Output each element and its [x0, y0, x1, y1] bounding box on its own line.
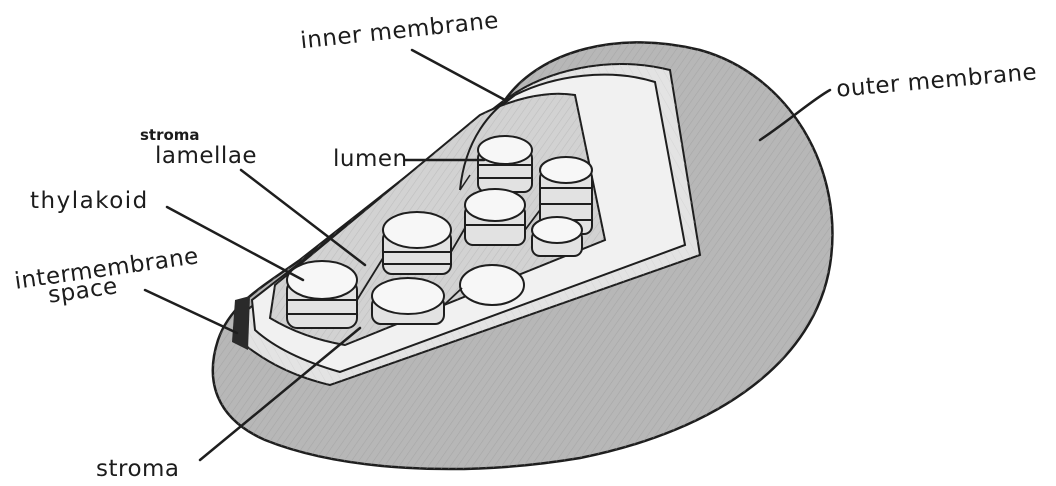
granum-lower-left: [372, 278, 444, 324]
leader-intermembrane: [145, 290, 237, 333]
label-thylakoid: thylakoid: [30, 190, 149, 213]
label-stroma-lamellae-top: stroma: [140, 128, 200, 143]
label-stroma: stroma: [96, 458, 180, 481]
leader-inner-membrane: [412, 50, 505, 100]
granum-lumen: [478, 136, 532, 192]
intermembrane-space-shape: [232, 296, 250, 350]
label-lumen: lumen: [333, 148, 408, 171]
granum-lower-center: [460, 265, 524, 305]
leader-stroma-lamellae: [241, 170, 365, 265]
granum-middle: [465, 189, 525, 245]
granum-left-middle: [383, 212, 451, 274]
granum-right-lower: [532, 217, 582, 256]
label-stroma-lamellae-bottom: lamellae: [155, 145, 257, 168]
granum-thylakoid: [287, 261, 357, 328]
